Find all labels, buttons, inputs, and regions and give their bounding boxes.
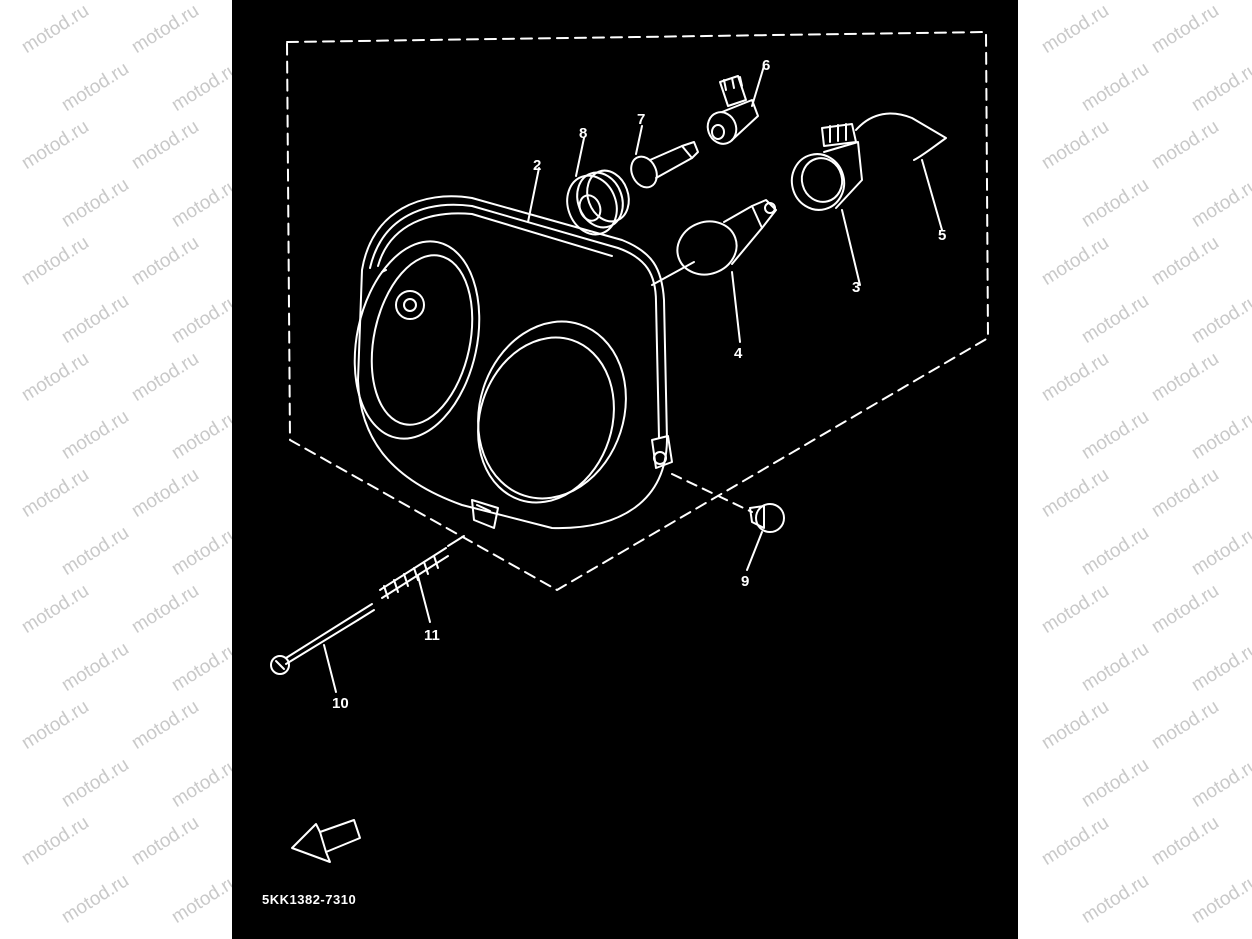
watermark-text: motod.ru bbox=[57, 58, 133, 116]
screw bbox=[270, 603, 375, 675]
watermark-text: motod.ru bbox=[1077, 406, 1153, 464]
watermark-text: motod.ru bbox=[1187, 638, 1252, 696]
label-8: 8 bbox=[579, 125, 587, 142]
label-6: 6 bbox=[762, 57, 770, 74]
watermark-text: motod.ru bbox=[1147, 116, 1223, 174]
watermark-text: motod.ru bbox=[1147, 696, 1223, 754]
watermark-text: motod.ru bbox=[57, 406, 133, 464]
headlight-bulb bbox=[676, 199, 777, 276]
label-10: 10 bbox=[332, 695, 349, 712]
watermark-text: motod.ru bbox=[1077, 58, 1153, 116]
watermark-text: motod.ru bbox=[17, 696, 93, 754]
watermark-text: motod.ru bbox=[127, 812, 203, 870]
watermark-text: motod.ru bbox=[57, 522, 133, 580]
small-bulb bbox=[630, 141, 699, 189]
watermark-text: motod.ru bbox=[127, 580, 203, 638]
watermark-text: motod.ru bbox=[17, 580, 93, 638]
assembly-boundary bbox=[286, 31, 989, 591]
watermark-text: motod.ru bbox=[1187, 522, 1252, 580]
watermark-text: motod.ru bbox=[1037, 0, 1113, 58]
label-7: 7 bbox=[637, 111, 645, 128]
watermark-text: motod.ru bbox=[17, 464, 93, 522]
watermark-text: motod.ru bbox=[17, 116, 93, 174]
label-5: 5 bbox=[938, 227, 946, 244]
watermark-text: motod.ru bbox=[1147, 0, 1223, 58]
watermark-text: motod.ru bbox=[127, 348, 203, 406]
grommet bbox=[566, 169, 630, 236]
watermark-text: motod.ru bbox=[1037, 232, 1113, 290]
watermark-text: motod.ru bbox=[1037, 696, 1113, 754]
watermark-text: motod.ru bbox=[57, 174, 133, 232]
watermark-text: motod.ru bbox=[17, 348, 93, 406]
watermark-text: motod.ru bbox=[57, 870, 133, 928]
watermark-text: motod.ru bbox=[57, 754, 133, 812]
watermark-text: motod.ru bbox=[1187, 58, 1252, 116]
watermark-text: motod.ru bbox=[17, 812, 93, 870]
watermark-text: motod.ru bbox=[1077, 870, 1153, 928]
watermark-text: motod.ru bbox=[1187, 174, 1252, 232]
watermark-text: motod.ru bbox=[127, 464, 203, 522]
headlight-exploded-diagram: 2 3 4 5 6 7 8 9 10 11 5KK1382-7310 bbox=[262, 31, 989, 907]
watermark-text: motod.ru bbox=[1147, 812, 1223, 870]
watermark-text: motod.ru bbox=[1147, 580, 1223, 638]
bulb-holder bbox=[790, 123, 863, 211]
label-2: 2 bbox=[533, 157, 541, 174]
watermark-text: motod.ru bbox=[1037, 116, 1113, 174]
watermark-text: motod.ru bbox=[1037, 348, 1113, 406]
watermark-text: motod.ru bbox=[1147, 464, 1223, 522]
watermark-text: motod.ru bbox=[1147, 348, 1223, 406]
cover-cord bbox=[855, 112, 947, 161]
headlight-housing bbox=[353, 195, 673, 530]
watermark-text: motod.ru bbox=[57, 638, 133, 696]
front-arrow-icon bbox=[291, 819, 361, 863]
label-4: 4 bbox=[734, 345, 743, 362]
watermark-text: motod.ru bbox=[1187, 870, 1252, 928]
diagram-panel: 2 3 4 5 6 7 8 9 10 11 5KK1382-7310 bbox=[232, 0, 1018, 939]
watermark-text: motod.ru bbox=[1187, 754, 1252, 812]
watermark-text: motod.ru bbox=[127, 696, 203, 754]
watermark-text: motod.ru bbox=[1077, 754, 1153, 812]
spring bbox=[379, 547, 449, 599]
watermark-text: motod.ru bbox=[1077, 290, 1153, 348]
diagram-code: 5KK1382-7310 bbox=[262, 892, 356, 907]
watermark-text: motod.ru bbox=[1077, 522, 1153, 580]
watermark-text: motod.ru bbox=[127, 116, 203, 174]
watermark-text: motod.ru bbox=[1187, 406, 1252, 464]
label-9: 9 bbox=[741, 573, 749, 590]
watermark-text: motod.ru bbox=[57, 290, 133, 348]
watermark-text: motod.ru bbox=[17, 232, 93, 290]
watermark-text: motod.ru bbox=[1077, 174, 1153, 232]
watermark-text: motod.ru bbox=[1037, 580, 1113, 638]
watermark-text: motod.ru bbox=[1147, 232, 1223, 290]
watermark-text: motod.ru bbox=[1037, 812, 1113, 870]
label-11: 11 bbox=[424, 627, 440, 644]
clip bbox=[749, 503, 785, 533]
watermark-text: motod.ru bbox=[17, 0, 93, 58]
watermark-text: motod.ru bbox=[127, 0, 203, 58]
watermark-text: motod.ru bbox=[127, 232, 203, 290]
label-3: 3 bbox=[852, 279, 860, 296]
bulb-socket bbox=[706, 75, 759, 145]
watermark-text: motod.ru bbox=[1077, 638, 1153, 696]
watermark-text: motod.ru bbox=[1187, 290, 1252, 348]
watermark-text: motod.ru bbox=[1037, 464, 1113, 522]
